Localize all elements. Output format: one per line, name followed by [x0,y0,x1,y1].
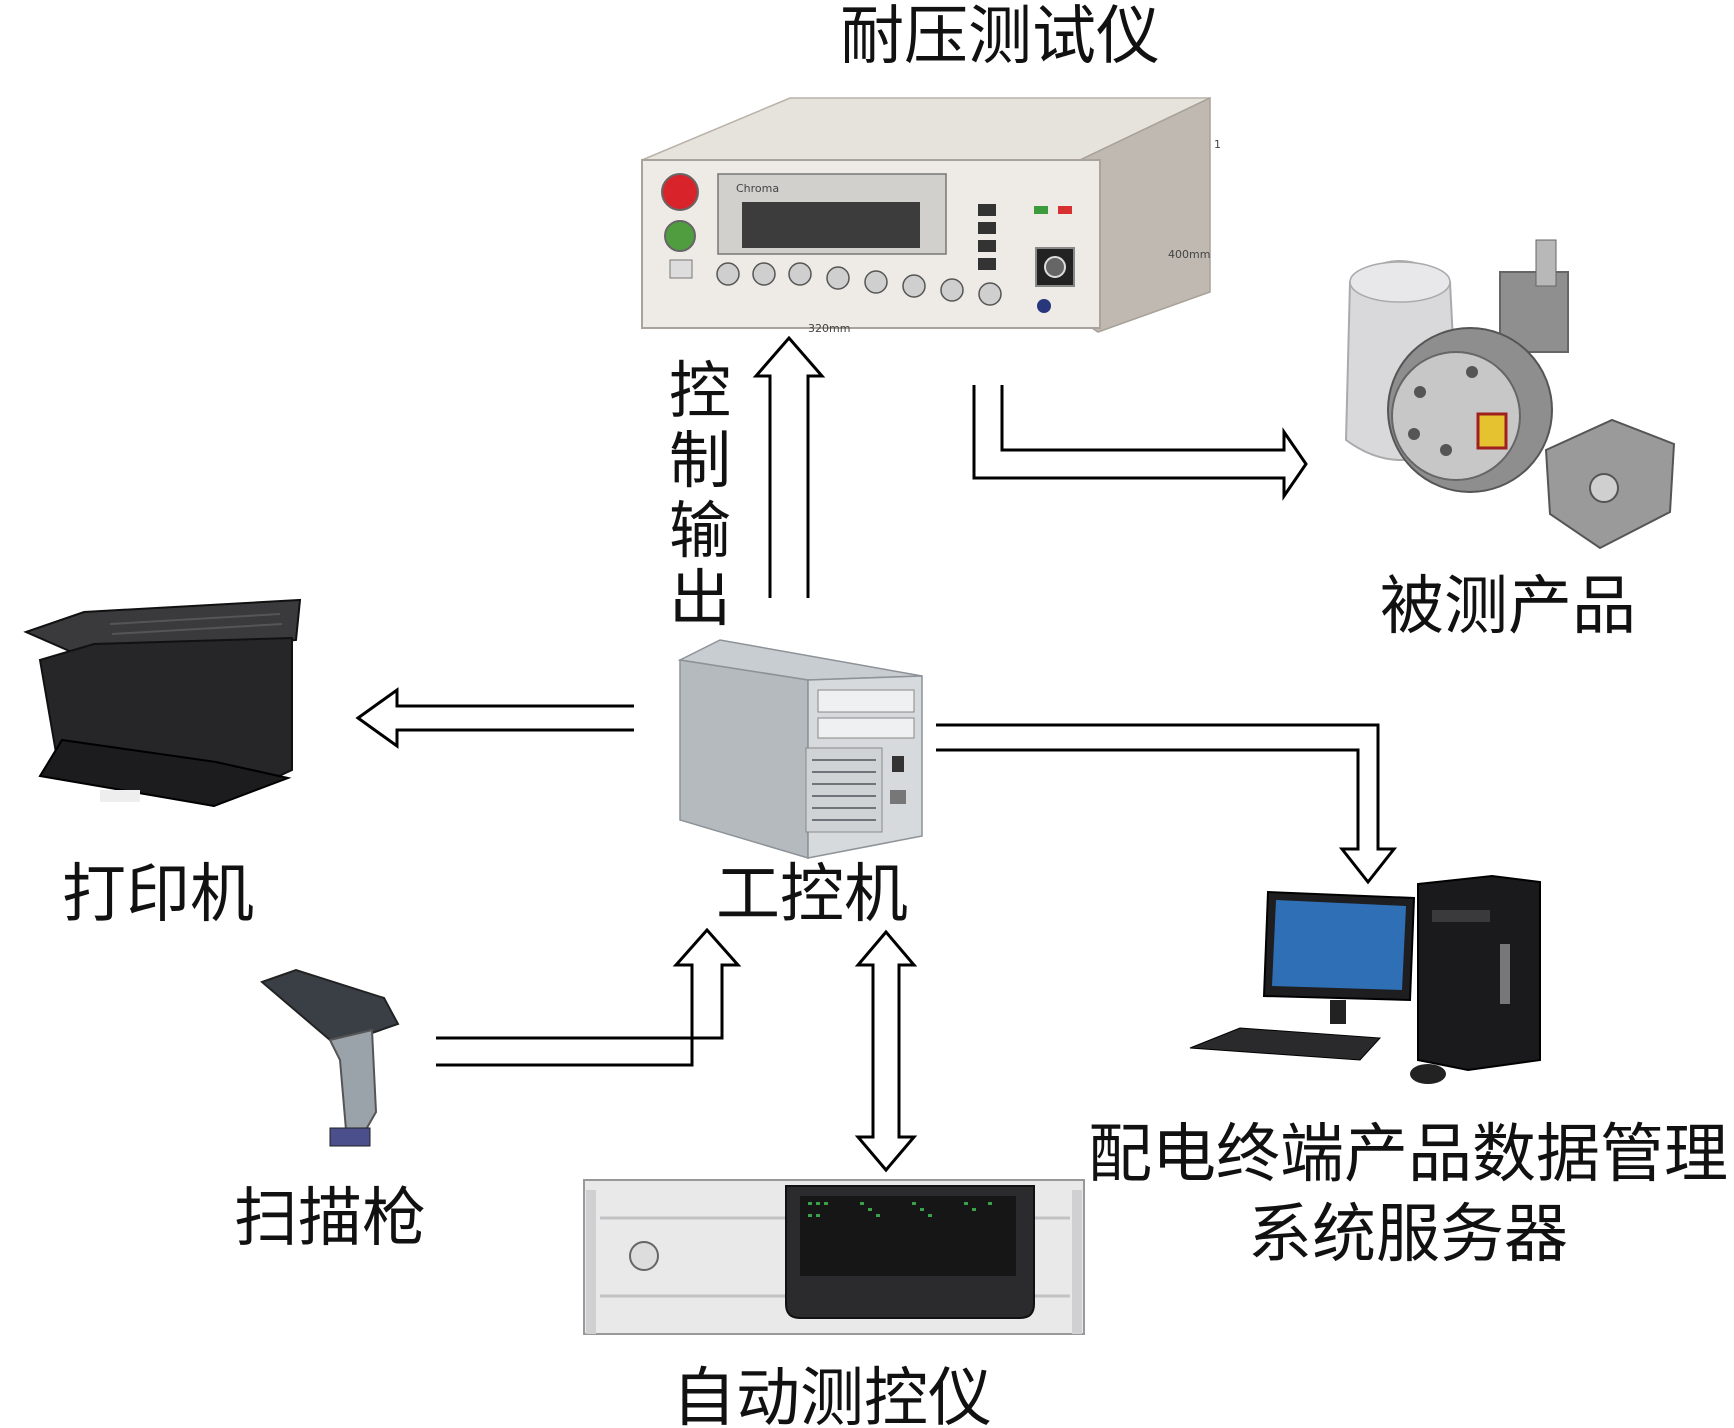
dut-bolts [1408,366,1478,456]
scanner-base [329,1127,371,1147]
mouse [1410,1064,1446,1084]
scanner-head [260,968,400,1046]
ipc-device [677,639,923,860]
keyboard [1189,1027,1382,1061]
control-output-char: 输 [669,494,731,567]
ipc-vent-panel [805,747,883,833]
dut-label: 被测产品 [1380,570,1636,644]
monitor-screen [1272,900,1406,990]
printer-device [23,598,302,808]
ipc-side-face [679,659,809,860]
rack-key-lock [629,1241,659,1271]
dim-height: 1 [1214,138,1221,151]
server-label-line1: 配电终端产品数据管理 [1088,1118,1728,1192]
dut-device [1344,239,1676,550]
ipc-usb-port [890,790,906,804]
printer-label: 打印机 [62,858,254,932]
return-terminal [1037,299,1051,313]
tower-accent-strip [1500,944,1510,1004]
printer-paper-slot [100,790,140,802]
pc-tower [1417,874,1541,1072]
dut-cover-top [1349,261,1451,303]
hv-terminal [1044,256,1066,278]
ipc-vent-slots [812,759,876,821]
dut-clamp [1535,239,1557,287]
monitor-stand [1330,1000,1346,1024]
rack-ear-right [1072,1190,1082,1334]
auto-tester-device [583,1179,1085,1335]
ipc-label: 工控机 [716,858,908,932]
printer-ridges [109,613,283,635]
dut-warning-label [1476,412,1508,450]
tester-display [742,202,920,248]
server-device [1189,874,1541,1084]
arrow-ipc-to-printer [355,687,634,749]
tester-device: Chroma 320mm 400mm 1 [641,96,1221,335]
ipc-drive-bay-2 [817,717,915,739]
rack-status-leds [808,1202,992,1217]
rack-ear-left [586,1190,596,1334]
control-output-char: 制 [669,424,731,497]
control-output-label: 控 制 输 出 [669,354,731,635]
control-output-char: 控 [669,354,731,427]
auto-tester-label: 自动测控仪 [672,1362,992,1428]
arrow-tester-to-dut [972,385,1308,501]
rack-display-screen [800,1196,1016,1276]
tester-brand: Chroma [736,182,779,195]
tester-keypad [716,262,1002,306]
arrow-ipc-to-server [936,723,1398,885]
scanner-label: 扫描枪 [234,1182,426,1256]
arrow-ipc-autotester [854,929,918,1173]
fail-led [1058,206,1072,214]
tester-side-keys [978,204,996,270]
dut-connector [1589,473,1619,503]
power-switch [669,259,693,279]
server-label-line2: 系统服务器 [1248,1198,1568,1272]
tester-label: 耐压测试仪 [840,0,1160,74]
stop-button [661,173,699,211]
arrow-ipc-to-tester [752,335,826,598]
pass-led [1034,206,1048,214]
dim-width: 320mm [808,322,850,335]
printer-tray [38,738,292,808]
dim-depth: 400mm [1168,248,1210,261]
scanner-device [260,968,400,1147]
scanner-handle [328,1028,378,1142]
control-output-char: 出 [669,562,731,635]
ipc-drive-bay-1 [817,689,915,713]
arrow-scanner-to-ipc [436,927,742,1067]
ipc-power-button [892,756,904,772]
start-button [664,220,696,252]
tower-drive-bay [1432,910,1490,922]
